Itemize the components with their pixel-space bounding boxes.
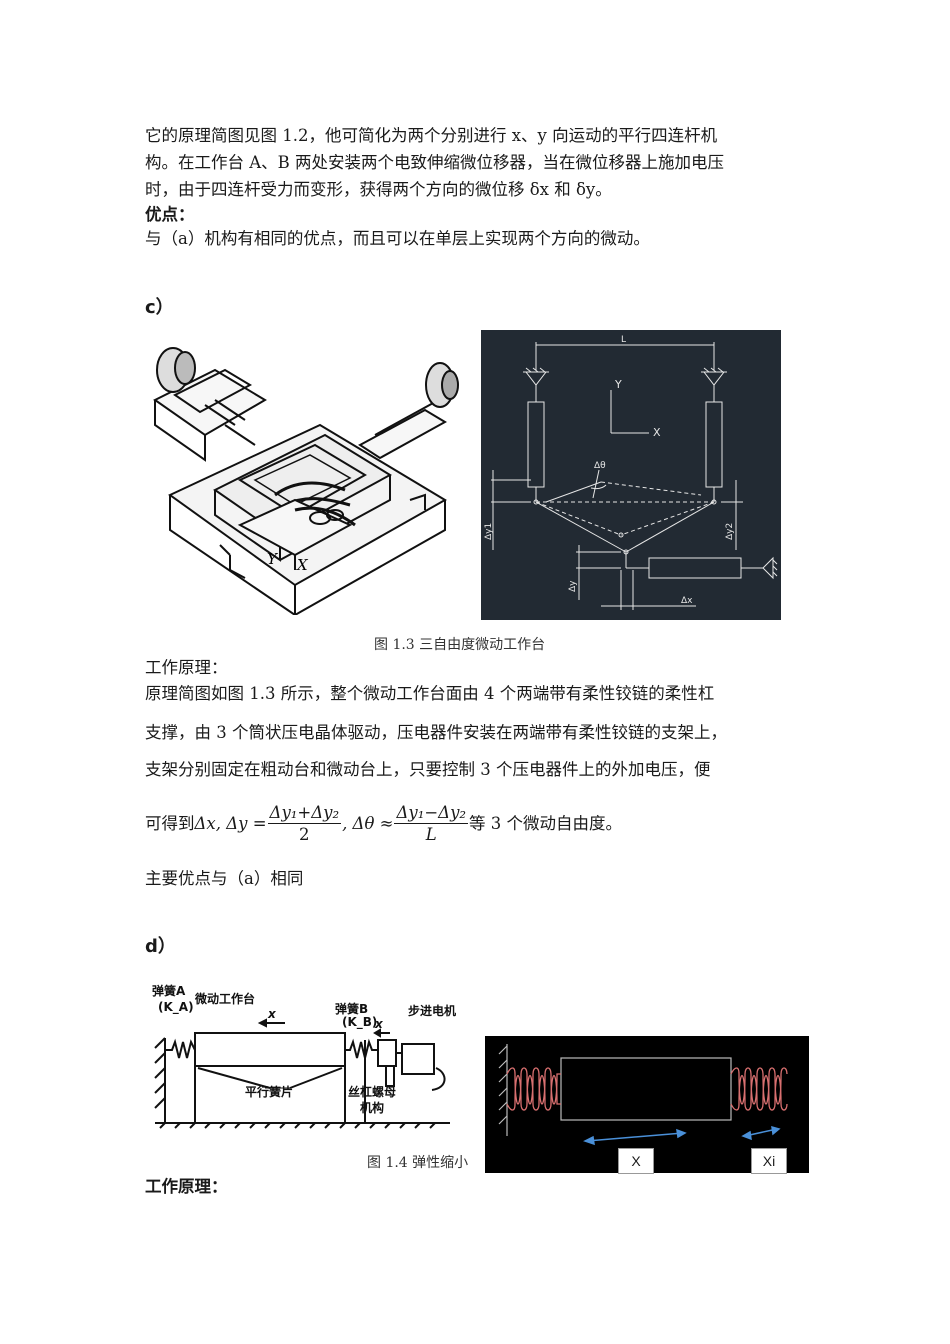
formula-mid: , Δθ ≈ — [342, 814, 394, 833]
formula-den-L: L — [425, 825, 437, 844]
figure-1-4-caption: 图 1.4 弹性缩小 — [367, 1155, 469, 1171]
advantages-heading: 优点： — [145, 205, 195, 224]
screw-nut-label-1: 丝杠螺母 — [348, 1084, 396, 1099]
xi-label-box: Xi — [751, 1148, 787, 1174]
intro-line-1: 它的原理简图见图 1.2，他可简化为两个分别进行 x、y 向运动的平行四连杆机 — [145, 126, 718, 145]
isometric-stage-figure: Y X — [153, 347, 459, 615]
kb-label: (K_B) — [342, 1015, 377, 1030]
formula-prefix: 可得到 — [145, 814, 195, 833]
x-small-label: x — [374, 1017, 384, 1031]
iso-y-label: Y — [267, 550, 279, 568]
cad-Y-label: Y — [614, 378, 622, 391]
cad-schematic-figure: L Y X Δθ Δy1 Δy2 Δy Δx — [481, 330, 781, 620]
cad-L-label: L — [621, 335, 626, 345]
spring-b-label: 弹簧B — [335, 1001, 368, 1016]
figure-1-3-caption: 图 1.3 三自由度微动工作台 — [374, 637, 546, 653]
intro-line-3: 时，由于四连杆受力而变形，获得两个方向的微位移 δx 和 δy。 — [145, 180, 612, 199]
intro-line-2: 构。在工作台 A、B 两处安装两个电致伸缩微位移器，当在微位移器上施加电压 — [145, 153, 725, 172]
cad-dtheta-label: Δθ — [594, 461, 606, 471]
advantages-text: 与（a）机构有相同的优点，而且可以在单层上实现两个方向的微动。 — [145, 229, 650, 248]
cad-X-label: X — [653, 426, 661, 439]
cad-dy2-label: Δy2 — [725, 523, 735, 540]
spring-block-figure — [485, 1036, 809, 1173]
main-advantage-line: 主要优点与（a）相同 — [145, 869, 304, 888]
cad-dx-label: Δx — [681, 596, 693, 606]
c-body-line-1: 原理简图如图 1.3 所示，整个微动工作台面由 4 个两端带有柔性铰链的柔性杠 — [145, 684, 715, 703]
formula-suffix: 等 3 个微动自由度。 — [469, 814, 623, 833]
iso-x-label: X — [296, 556, 309, 574]
formula-dx: Δx, Δy = — [194, 814, 267, 833]
c-body-line-3: 支架分别固定在粗动台和微动台上，只要控制 3 个压电器件上的外加电压，便 — [145, 760, 711, 779]
screw-nut-label-2: 机构 — [360, 1100, 384, 1115]
x-arrow-label: x — [267, 1007, 277, 1021]
work-principle-heading-d: 工作原理： — [145, 1177, 228, 1196]
work-principle-heading-c: 工作原理： — [145, 658, 228, 677]
formula-num-sum: Δy₁+Δy₂ — [267, 803, 342, 824]
cad-dy1-label: Δy1 — [484, 523, 494, 540]
motor-label: 步进电机 — [408, 1003, 456, 1018]
leaf-spring-label: 平行簧片 — [245, 1084, 293, 1099]
section-c-label: c） — [145, 297, 174, 318]
formula-den-2: 2 — [299, 825, 310, 844]
ka-label: (K_A) — [158, 1000, 194, 1015]
formula-num-diff: Δy₁−Δy₂ — [394, 803, 469, 824]
spring-a-label: 弹簧A — [152, 983, 186, 998]
section-d-label: d） — [145, 936, 176, 957]
x-label-box: X — [618, 1148, 654, 1174]
c-body-line-2: 支撑，由 3 个筒状压电晶体驱动，压电器件安装在两端带有柔性铰链的支架上， — [145, 723, 727, 742]
cad-dy-label: Δy — [568, 580, 578, 592]
stage-label: 微动工作台 — [194, 991, 255, 1006]
spring-reduction-figure: 弹簧A (K_A) 微动工作台 x 弹簧B (K_B) x 步进电机 平行簧片 … — [152, 983, 456, 1129]
